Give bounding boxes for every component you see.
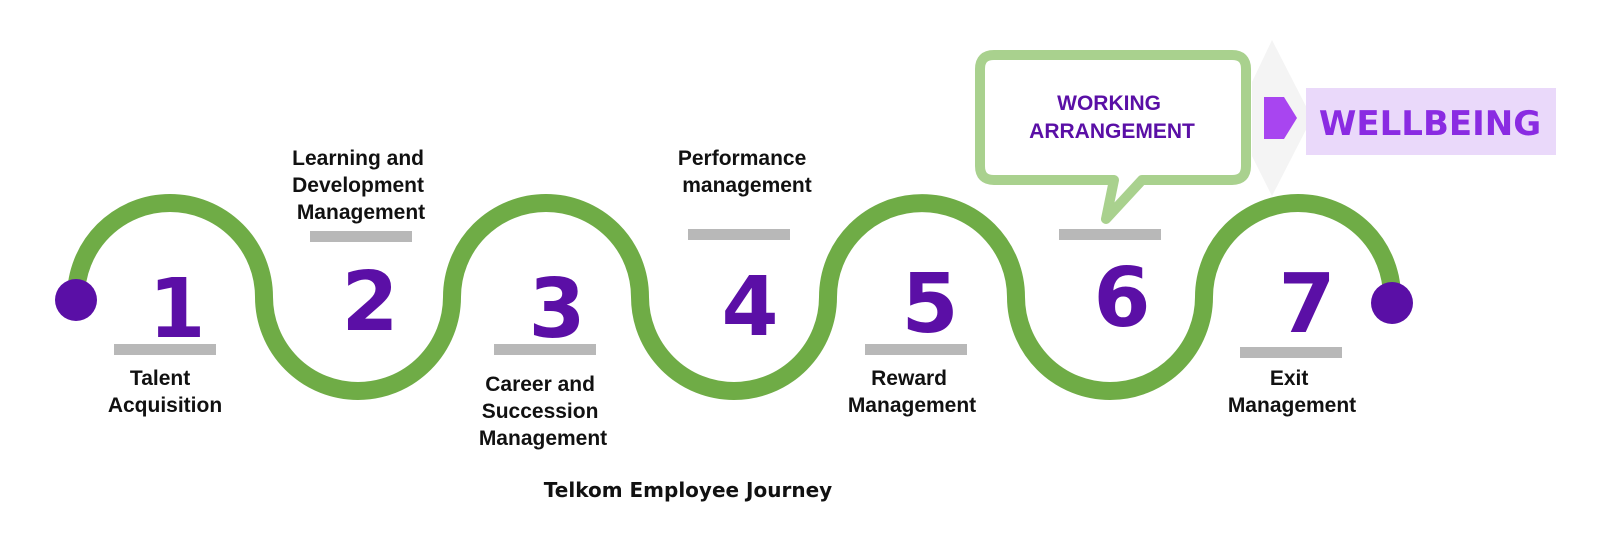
- step-label-3: Career and Succession Management: [479, 373, 607, 450]
- underline-bar-4: [688, 229, 790, 240]
- step-number-5: 5: [901, 257, 958, 352]
- speech-bubble-icon: [975, 50, 1251, 224]
- step-label-2-line-2: Development: [292, 174, 424, 197]
- step-number-1: 1: [148, 262, 205, 357]
- step-label-5: Reward Management: [848, 367, 976, 417]
- step-label-7-line-1: Exit: [1270, 367, 1309, 390]
- wellbeing-banner: WELLBEING: [1252, 40, 1556, 196]
- callout-line-2: ARRANGEMENT: [1029, 120, 1195, 143]
- end-dot: [1371, 282, 1413, 324]
- step-number-7: 7: [1278, 257, 1335, 352]
- diagram-caption: Telkom Employee Journey: [544, 478, 832, 502]
- step-label-7-line-2: Management: [1228, 394, 1356, 417]
- step-label-1-line-1: Talent: [130, 367, 190, 390]
- step-label-3-line-2: Succession: [482, 400, 599, 423]
- step-label-4-line-2: management: [682, 174, 812, 197]
- step-label-5-line-1: Reward: [871, 367, 947, 390]
- step-label-3-line-3: Management: [479, 427, 607, 450]
- step-label-4-line-1: Performance: [678, 147, 806, 170]
- step-label-2-line-3: Management: [297, 201, 425, 224]
- step-label-5-line-2: Management: [848, 394, 976, 417]
- underline-bar-1: [114, 344, 216, 355]
- journey-track: [67, 194, 1401, 400]
- step-label-7: Exit Management: [1228, 367, 1356, 417]
- step-label-3-line-1: Career and: [485, 373, 595, 396]
- step-number-6: 6: [1093, 251, 1150, 346]
- step-label-1: Talent Acquisition: [108, 367, 222, 417]
- working-arrangement-callout: WORKING ARRANGEMENT: [975, 50, 1251, 224]
- callout-line-1: WORKING: [1057, 92, 1161, 115]
- step-label-2: Learning and Development Management: [292, 147, 430, 224]
- underline-bars: [114, 229, 1342, 358]
- step-label-1-line-2: Acquisition: [108, 394, 222, 417]
- step-label-2-line-1: Learning and: [292, 147, 424, 170]
- step-number-2: 2: [341, 255, 398, 350]
- underline-bar-6: [1059, 229, 1161, 240]
- wellbeing-box: [1306, 88, 1556, 155]
- step-number-4: 4: [721, 260, 778, 355]
- wellbeing-label: WELLBEING: [1319, 104, 1541, 144]
- step-label-4: Performance management: [678, 147, 812, 197]
- underline-bar-7: [1240, 347, 1342, 358]
- step-numbers: 1 2 3 4 5 6 7: [148, 251, 1335, 357]
- start-dot: [55, 279, 97, 321]
- underline-bar-2: [310, 231, 412, 242]
- underline-bar-5: [865, 344, 967, 355]
- callout-text: WORKING ARRANGEMENT: [1029, 92, 1195, 143]
- chevron-arrow-icon: [1264, 97, 1297, 139]
- step-labels: Talent Acquisition Learning and Developm…: [108, 147, 1356, 450]
- step-number-3: 3: [528, 262, 585, 357]
- underline-bar-3: [494, 344, 596, 355]
